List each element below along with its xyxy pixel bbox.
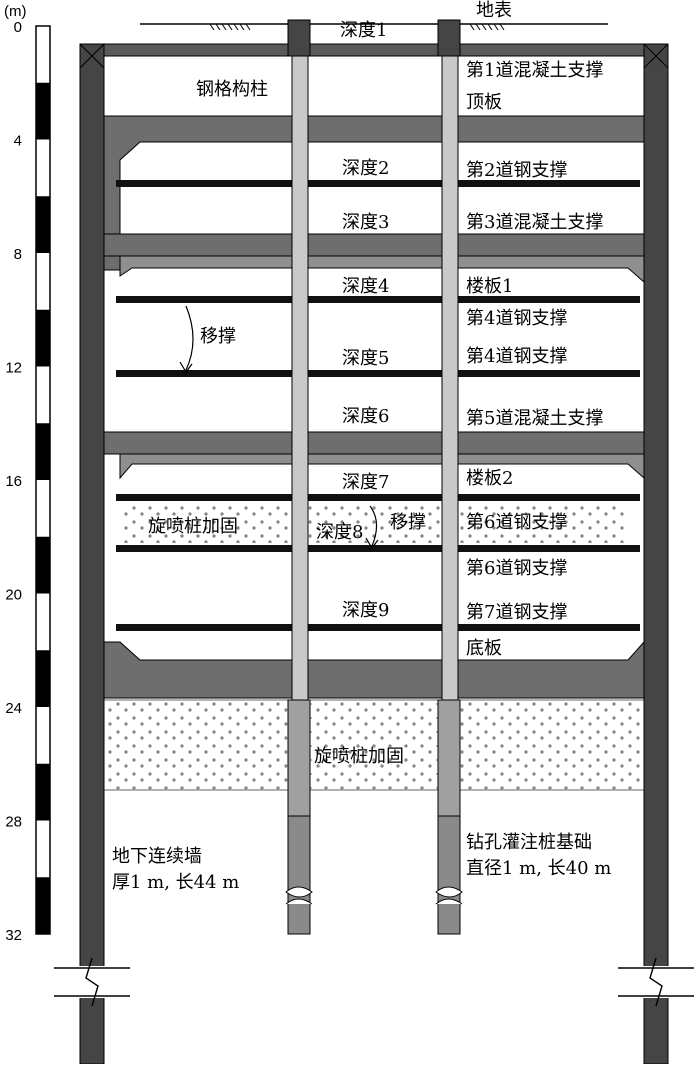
jet-grout-label-middle: 旋喷桩加固 <box>148 516 238 537</box>
wall-label-line1: 地下连续墙 <box>112 846 202 867</box>
component-label: 第2道钢支撑 <box>466 160 567 181</box>
depth-label: 深度2 <box>342 158 389 179</box>
depth-label: 深度4 <box>342 276 389 297</box>
left-diaphragm-wall <box>79 43 105 1065</box>
left-wall-break-mark <box>54 957 130 1007</box>
depth-label: 深度6 <box>342 406 389 427</box>
strut-6a <box>116 494 640 501</box>
component-label: 第3道混凝土支撑 <box>466 212 603 233</box>
depth-label: 深度3 <box>342 212 389 233</box>
scale-block <box>36 650 50 707</box>
left-wall-break-gap <box>54 966 134 998</box>
surface-label: 地表 <box>476 0 512 21</box>
slabs <box>79 43 669 699</box>
right-column-cap <box>437 19 461 57</box>
component-label: 第6道钢支撑 <box>466 512 567 533</box>
pile-label-line2: 直径1 m, 长40 m <box>466 858 611 879</box>
scale-block <box>36 309 50 367</box>
depth-label: 深度1 <box>340 20 387 41</box>
left-pile-upper <box>287 699 311 821</box>
component-label: 第5道混凝土支撑 <box>466 408 603 429</box>
strut-7 <box>116 624 640 631</box>
strut-6b <box>116 545 640 552</box>
depth-label: 深度5 <box>342 348 389 369</box>
pile-label-line1: 钻孔灌注桩基础 <box>466 832 592 853</box>
strut-4a <box>116 296 640 303</box>
move-strut-arrowhead-2 <box>365 537 379 550</box>
scale-block <box>36 536 50 594</box>
scale-block <box>36 877 50 934</box>
bottom-slab <box>103 640 645 699</box>
move-strut-arrow-1 <box>185 305 194 371</box>
move-strut-label-2: 移撑 <box>390 512 426 533</box>
strut-2 <box>116 180 640 187</box>
component-label: 第4道钢支撑 <box>466 346 567 367</box>
depth-label: 深度8 <box>316 522 363 543</box>
component-labels: 第1道混凝土支撑顶板第2道钢支撑第3道混凝土支撑楼板1第4道钢支撑第4道钢支撑第… <box>466 60 603 659</box>
right-pile-upper <box>437 699 461 821</box>
right-wall-cap-mark <box>643 43 669 69</box>
scale-block <box>36 423 50 480</box>
depth-label: 深度7 <box>342 472 389 493</box>
scale-tick-label: 0 <box>14 19 22 36</box>
right-wall-break-mark <box>618 957 694 1007</box>
scale-tick-label: 12 <box>5 360 22 377</box>
component-label: 第1道混凝土支撑 <box>466 60 603 81</box>
jet-grout-zone-bottom <box>103 699 645 791</box>
component-label: 第6道钢支撑 <box>466 558 567 579</box>
third-concrete-strut-beam <box>103 233 645 257</box>
diaphragm-walls <box>54 43 698 1065</box>
right-pile-break <box>435 886 463 905</box>
left-pile-break <box>285 886 313 905</box>
surface-hatch-right <box>469 23 505 31</box>
component-label: 顶板 <box>466 92 502 113</box>
right-column-assembly <box>435 19 463 935</box>
left-bored-pile <box>287 815 311 935</box>
fifth-concrete-strut-beam <box>103 431 645 455</box>
ground-surface: 地表 <box>140 0 608 31</box>
scale-block <box>36 763 50 821</box>
component-label: 第4道钢支撑 <box>466 308 567 329</box>
strut-4b <box>116 370 640 377</box>
left-column-assembly <box>285 19 313 935</box>
column-label: 钢格构柱 <box>196 79 268 100</box>
scale-tick-label: 32 <box>5 927 22 944</box>
scale-tick-label: 4 <box>14 133 22 150</box>
depth-scale: (m) 0 4 8 12 16 20 24 28 32 <box>4 3 51 944</box>
component-label: 第7道钢支撑 <box>466 602 567 623</box>
move-strut-arrowhead-1 <box>179 361 193 374</box>
jet-grout-label-bottom: 旋喷桩加固 <box>314 746 404 767</box>
left-wall-cap-mark <box>79 43 105 69</box>
component-label: 楼板2 <box>466 468 513 489</box>
move-strut-label-1: 移撑 <box>200 326 236 347</box>
component-label: 楼板1 <box>466 276 513 297</box>
first-concrete-strut-beam <box>79 43 669 57</box>
scale-tick-label: 8 <box>14 246 22 263</box>
scale-unit: (m) <box>4 3 27 20</box>
scale-tick-label: 24 <box>5 700 22 717</box>
depth-label: 深度9 <box>342 600 389 621</box>
right-bored-pile <box>437 815 461 935</box>
scale-tick-label: 16 <box>5 473 22 490</box>
scale-block <box>36 196 50 253</box>
jet-grout-zone-middle <box>120 503 628 543</box>
scale-tick-label: 28 <box>5 814 22 831</box>
scale-tick-label: 20 <box>5 587 22 604</box>
steel-struts <box>116 180 640 631</box>
depth-labels: 深度1 深度2 深度3 深度4 深度5 深度6 深度7 深度8 深度9 <box>316 20 389 621</box>
component-label: 底板 <box>466 638 502 659</box>
scale-block <box>36 82 50 140</box>
surface-hatch-left <box>209 23 251 31</box>
right-wall-break-gap <box>618 966 698 998</box>
left-column-cap <box>287 19 311 57</box>
right-diaphragm-wall <box>643 43 669 1065</box>
move-strut-arrow-2 <box>369 505 378 547</box>
wall-label-line2: 厚1 m, 长44 m <box>112 872 239 893</box>
